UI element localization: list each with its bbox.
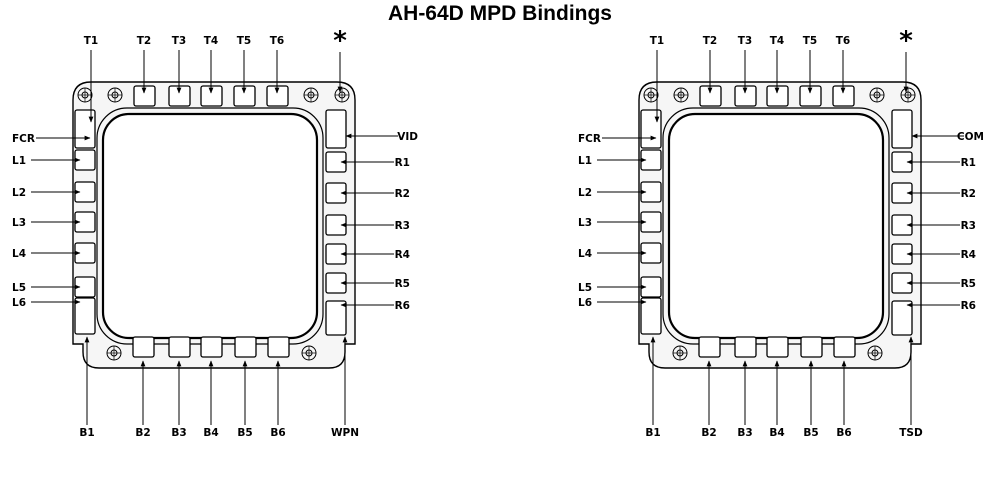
label-t3: T3 (172, 35, 186, 47)
label-vid: VID (397, 131, 418, 143)
label-b4: B4 (203, 427, 218, 439)
label-t1: T1 (84, 35, 98, 47)
label-t2: T2 (137, 35, 151, 47)
label-l5: L5 (12, 282, 26, 294)
label-r1: R1 (395, 157, 410, 169)
label-l5: L5 (578, 282, 592, 294)
label-r4: R4 (395, 249, 410, 261)
button-r6[interactable] (325, 300, 347, 336)
mount-screw (672, 345, 688, 361)
button-b2[interactable] (132, 336, 155, 358)
button-b3[interactable] (734, 336, 757, 358)
mount-screw (900, 87, 916, 103)
label-l3: L3 (12, 217, 26, 229)
label-l1: L1 (12, 155, 26, 167)
mount-screw (673, 87, 689, 103)
label-r3: R3 (961, 220, 976, 232)
label-r3: R3 (395, 220, 410, 232)
label-l2: L2 (12, 187, 26, 199)
label-b1: B1 (79, 427, 94, 439)
label-r2: R2 (961, 188, 976, 200)
label-fcr: FCR (12, 133, 35, 145)
label-t5: T5 (237, 35, 251, 47)
display-screen (667, 112, 885, 340)
display-screen (101, 112, 319, 340)
button-t1[interactable] (640, 109, 662, 149)
label-b5: B5 (237, 427, 252, 439)
button-b3[interactable] (168, 336, 191, 358)
brightness-knob[interactable] (77, 87, 93, 103)
button-b5[interactable] (234, 336, 257, 358)
button-b6[interactable] (833, 336, 856, 358)
label-r6: R6 (395, 300, 410, 312)
label-fcr: FCR (578, 133, 601, 145)
label-t4: T4 (770, 35, 784, 47)
label-l4: L4 (12, 248, 26, 260)
button-vid[interactable] (325, 109, 347, 149)
label-b2: B2 (135, 427, 150, 439)
label-t4: T4 (204, 35, 218, 47)
label-r4: R4 (961, 249, 976, 261)
button-com[interactable] (891, 109, 913, 149)
button-b6[interactable] (267, 336, 290, 358)
mount-screw (301, 345, 317, 361)
label-t2: T2 (703, 35, 717, 47)
button-b4[interactable] (766, 336, 789, 358)
mount-screw (334, 87, 350, 103)
label-b6: B6 (270, 427, 285, 439)
label-t6: T6 (836, 35, 850, 47)
label-l3: L3 (578, 217, 592, 229)
mount-screw (867, 345, 883, 361)
label-r6: R6 (961, 300, 976, 312)
label-b5: B5 (803, 427, 818, 439)
label-r1: R1 (961, 157, 976, 169)
label-l6: L6 (578, 297, 592, 309)
label-com: COM (957, 131, 984, 143)
label-star: * (333, 26, 347, 56)
label-r5: R5 (961, 278, 976, 290)
mount-screw (303, 87, 319, 103)
button-b2[interactable] (698, 336, 721, 358)
mount-screw (106, 345, 122, 361)
label-l1: L1 (578, 155, 592, 167)
label-wpn: WPN (331, 427, 359, 439)
label-b1: B1 (645, 427, 660, 439)
label-t3: T3 (738, 35, 752, 47)
label-tsd: TSD (899, 427, 923, 439)
label-b3: B3 (737, 427, 752, 439)
label-r5: R5 (395, 278, 410, 290)
button-t1[interactable] (74, 109, 96, 149)
label-t6: T6 (270, 35, 284, 47)
label-b3: B3 (171, 427, 186, 439)
label-b2: B2 (701, 427, 716, 439)
label-l2: L2 (578, 187, 592, 199)
label-star: * (899, 26, 913, 56)
label-b4: B4 (769, 427, 784, 439)
label-l6: L6 (12, 297, 26, 309)
brightness-knob[interactable] (643, 87, 659, 103)
label-t1: T1 (650, 35, 664, 47)
button-l6[interactable] (640, 297, 662, 335)
label-b6: B6 (836, 427, 851, 439)
button-r6[interactable] (891, 300, 913, 336)
button-l6[interactable] (74, 297, 96, 335)
mount-screw (869, 87, 885, 103)
label-t5: T5 (803, 35, 817, 47)
button-b4[interactable] (200, 336, 223, 358)
page-title: AH-64D MPD Bindings (387, 2, 612, 25)
label-l4: L4 (578, 248, 592, 260)
label-r2: R2 (395, 188, 410, 200)
mount-screw (107, 87, 123, 103)
button-b5[interactable] (800, 336, 823, 358)
